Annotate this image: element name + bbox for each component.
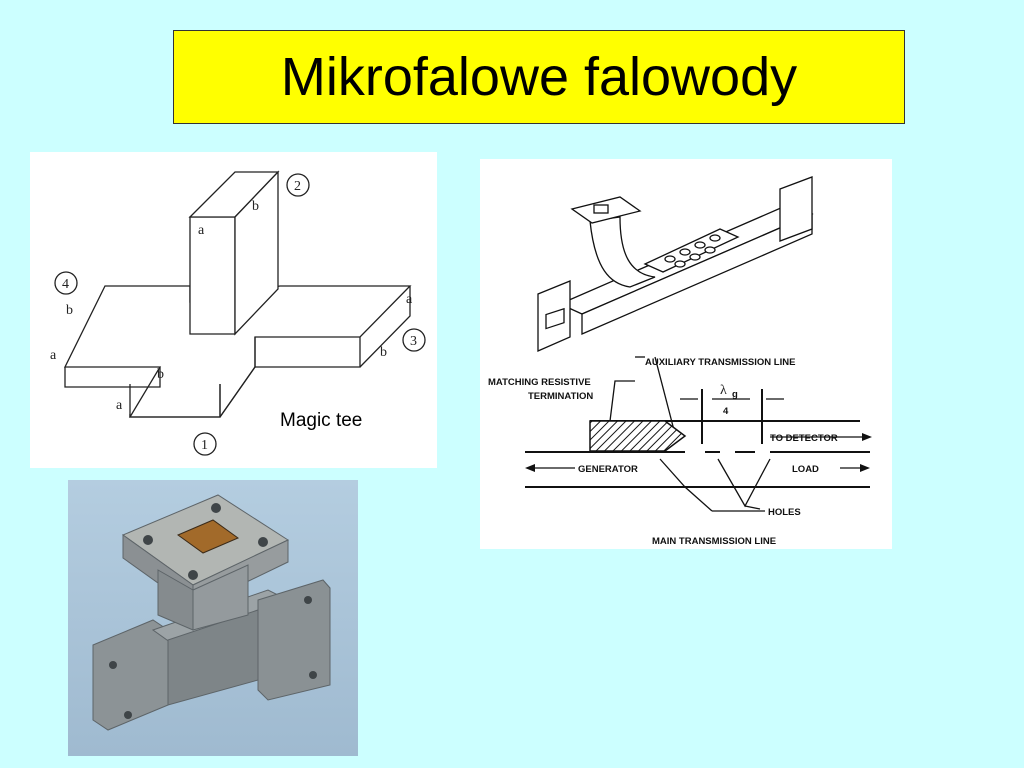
holes-label: HOLES <box>768 507 801 518</box>
to-detector-label: TO DETECTOR <box>770 433 838 444</box>
dim-a-label: a <box>50 348 57 363</box>
main-line-label: MAIN TRANSMISSION LINE <box>652 536 776 547</box>
port-4-label: 4 <box>62 277 69 292</box>
dim-a-label: a <box>198 223 205 238</box>
auxiliary-line-label: AUXILIARY TRANSMISSION LINE <box>645 357 795 368</box>
dim-a-label: a <box>406 292 413 307</box>
directional-coupler-diagram: AUXILIARY TRANSMISSION LINE MATCHING RES… <box>480 159 892 549</box>
lambda-subscript: g <box>732 389 738 400</box>
dim-b-label: b <box>380 345 387 360</box>
magic-tee-photo <box>68 480 358 756</box>
coupler-drawing: AUXILIARY TRANSMISSION LINE MATCHING RES… <box>488 176 872 547</box>
dim-a-label: a <box>116 398 123 413</box>
port-3-label: 3 <box>410 334 417 349</box>
matching-label-2: TERMINATION <box>528 391 593 402</box>
lambda-denominator: 4 <box>723 406 729 417</box>
magic-tee-diagram: 2 4 3 1 b a a b a b b a Magic tee <box>30 152 437 468</box>
port-1-label: 1 <box>201 438 208 453</box>
generator-label: GENERATOR <box>578 464 638 475</box>
dim-b-label: b <box>252 199 259 214</box>
dim-b-label: b <box>157 367 164 382</box>
slide-title: Mikrofalowe falowody <box>173 30 905 124</box>
load-label: LOAD <box>792 464 819 475</box>
magic-tee-drawing: 2 4 3 1 b a a b a b b a <box>50 170 426 456</box>
port-2-label: 2 <box>294 179 301 194</box>
matching-label-1: MATCHING RESISTIVE <box>488 377 591 388</box>
lambda-symbol: λ <box>720 383 727 398</box>
photo-illustration <box>68 480 358 756</box>
dim-b-label: b <box>66 303 73 318</box>
magic-tee-caption: Magic tee <box>280 410 363 431</box>
